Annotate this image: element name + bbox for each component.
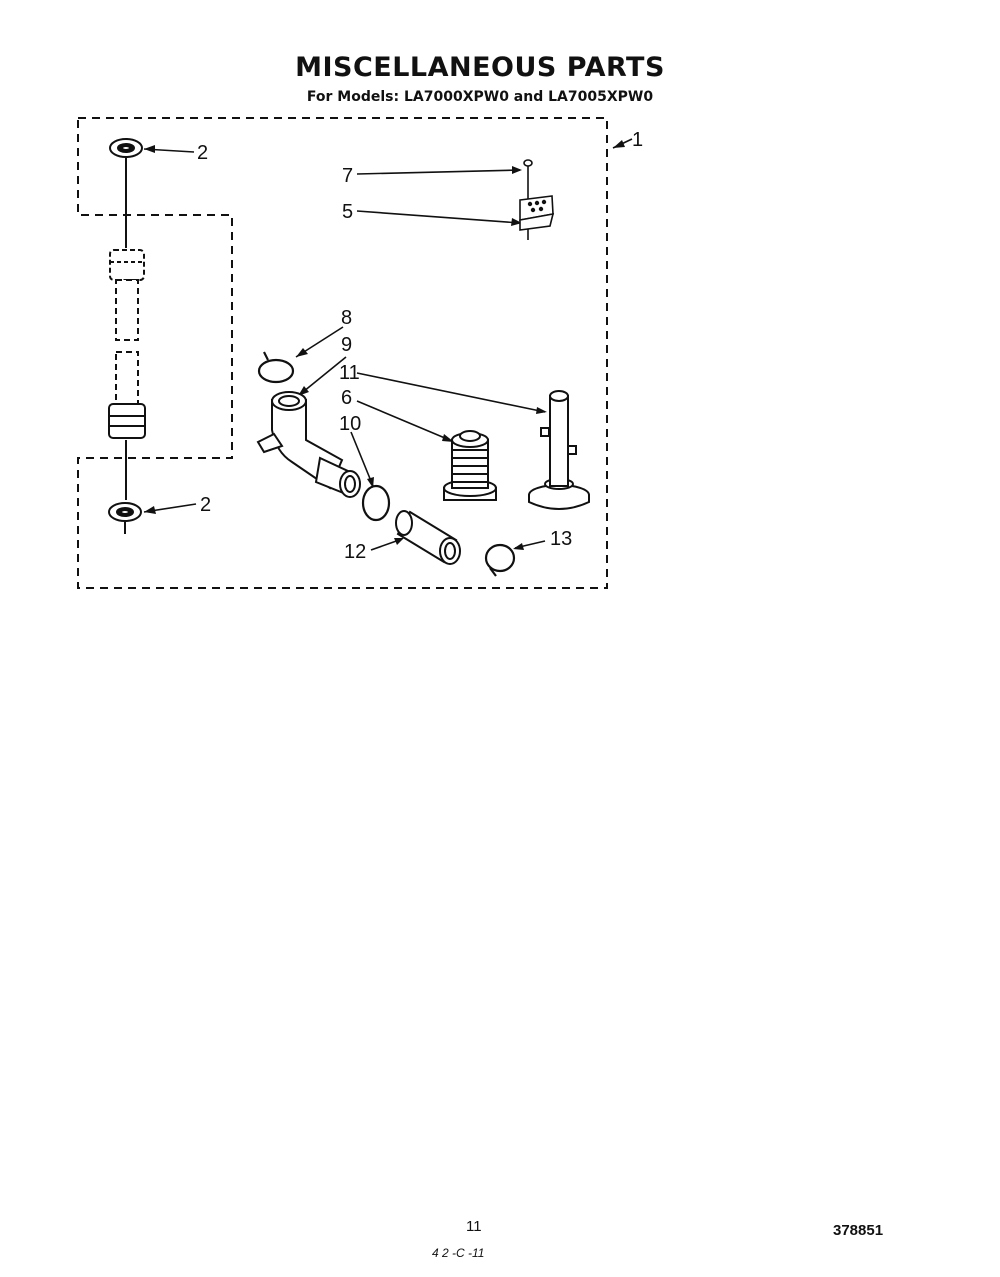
washer-top bbox=[109, 138, 143, 158]
hose-clamp-13 bbox=[484, 543, 516, 577]
washer-bottom bbox=[108, 502, 142, 522]
models-subtitle: For Models: LA7000XPW0 and LA7005XPW0 bbox=[306, 89, 654, 105]
threaded-coupling bbox=[443, 430, 497, 501]
drain-elbow bbox=[256, 391, 361, 498]
agitator-post bbox=[528, 390, 590, 510]
handwritten-note: 4 2 -C -11 bbox=[432, 1246, 485, 1260]
callout-10: 10 bbox=[339, 413, 361, 435]
callout-5: 5 bbox=[342, 201, 353, 223]
fill-hose bbox=[108, 249, 146, 439]
document-code: 378851 bbox=[833, 1222, 884, 1239]
callout-8: 8 bbox=[341, 307, 352, 329]
callout-2-bottom: 2 bbox=[200, 494, 211, 516]
callout-12: 12 bbox=[344, 541, 366, 563]
hose-sleeve bbox=[395, 510, 461, 565]
callout-9: 9 bbox=[341, 334, 352, 356]
callout-11: 11 bbox=[339, 362, 360, 384]
callout-2-top: 2 bbox=[197, 142, 208, 164]
callout-13: 13 bbox=[550, 528, 572, 550]
hose-clamp-10 bbox=[361, 484, 391, 522]
hose-clamp-small bbox=[257, 351, 295, 384]
screw-and-bracket bbox=[519, 159, 555, 240]
callout-6: 6 bbox=[341, 387, 352, 409]
callout-7: 7 bbox=[342, 165, 353, 187]
kit-boundary bbox=[77, 117, 608, 589]
callout-1: 1 bbox=[632, 129, 643, 151]
page-title: MISCELLANEOUS PARTS bbox=[295, 52, 665, 83]
page-number: 11 bbox=[466, 1218, 482, 1235]
